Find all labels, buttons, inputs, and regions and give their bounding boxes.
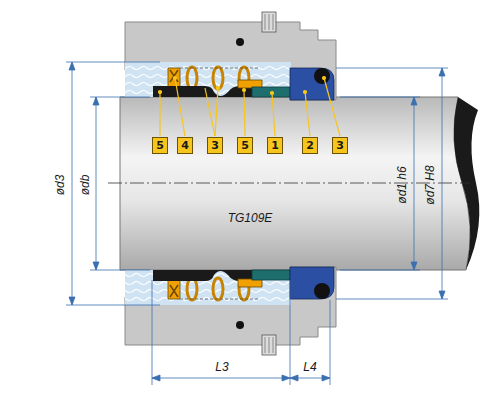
dimension-label: L3 [215, 361, 228, 373]
callout-box: 5 [237, 137, 253, 154]
dimension-label: ød3 [54, 175, 66, 196]
callout-number: 1 [271, 140, 279, 151]
callout-number: 3 [211, 140, 219, 151]
shaft [120, 97, 470, 270]
dimension-label: ød7 H8 [424, 165, 436, 204]
callout-box: 1 [267, 137, 283, 154]
dimension-label: ød1 h6 [396, 166, 408, 203]
shaft-break [454, 97, 480, 270]
callout-box: 3 [207, 137, 223, 154]
callout-number: 5 [241, 140, 249, 151]
model-name: TG109E [228, 212, 273, 224]
callout-number: 2 [306, 140, 314, 151]
callout-box: 3 [332, 137, 348, 154]
callout-number: 4 [181, 140, 189, 151]
dimension-label: ødb [79, 175, 91, 196]
callout-box: 2 [302, 137, 318, 154]
callout-box: 5 [152, 137, 168, 154]
callout-box: 4 [177, 137, 193, 154]
callout-number: 3 [336, 140, 344, 151]
callout-number: 5 [156, 140, 164, 151]
dimension-label: L4 [303, 361, 316, 373]
